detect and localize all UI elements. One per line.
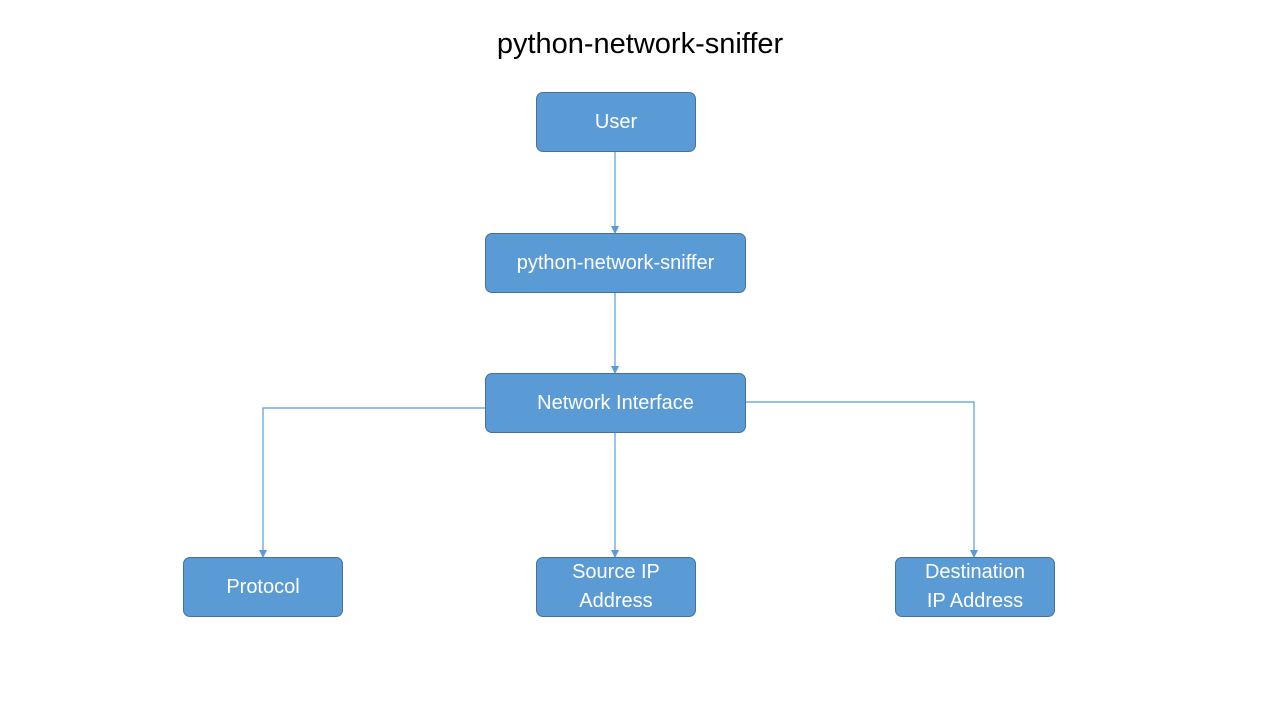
node-source-ip-address-label: Source IP Address [572, 561, 660, 612]
node-source-ip-address: Source IP Address [536, 557, 696, 617]
node-network-interface: Network Interface [485, 373, 746, 433]
node-destination-ip-address: Destination IP Address [895, 557, 1055, 617]
node-python-network-sniffer-label: python-network-sniffer [516, 251, 715, 274]
node-protocol: Protocol [183, 557, 343, 617]
diagram-title: python-network-sniffer [496, 28, 784, 60]
node-protocol-label: Protocol [226, 575, 300, 598]
node-user: User [536, 92, 696, 152]
node-destination-ip-address-label: Destination IP Address [924, 561, 1026, 612]
node-python-network-sniffer: python-network-sniffer [485, 233, 746, 293]
node-network-interface-label: Network Interface [537, 391, 694, 414]
connector-interface-to-destination-ip [746, 401, 978, 558]
node-user-label: User [594, 110, 638, 133]
connector-interface-to-protocol [259, 407, 486, 558]
